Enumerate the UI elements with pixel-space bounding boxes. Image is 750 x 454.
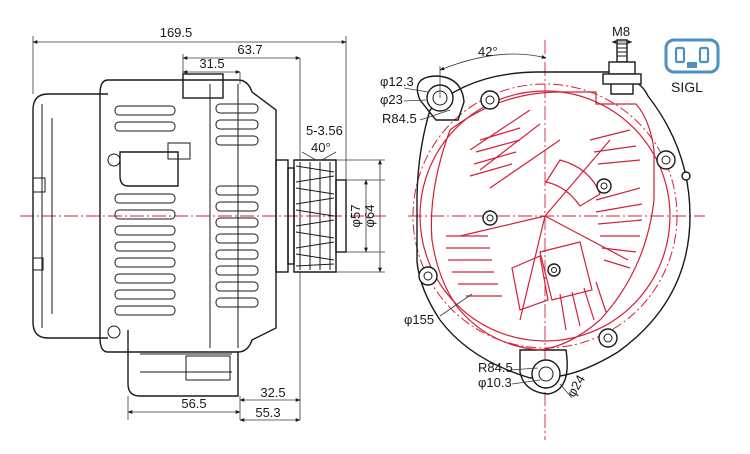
dim-mount-to-pulley: 63.7 xyxy=(237,42,262,57)
dim-housing-dia: φ155 xyxy=(404,312,434,327)
housing-outline xyxy=(416,71,691,379)
dim-top-ear-hole: φ12.3 xyxy=(380,74,414,89)
bottom-mount-ear xyxy=(519,349,568,395)
dim-bottom-mount: 56.5 xyxy=(181,396,206,411)
side-dimensions: 169.5 63.7 31.5 5-3.56 40° φ57 φ64 xyxy=(32,25,385,422)
mount-pitch-circle xyxy=(412,83,678,349)
dim-pulley-angle: 40° xyxy=(311,140,331,155)
dim-top-ear-radius: R84.5 xyxy=(382,111,417,126)
b-terminal-stud xyxy=(602,39,642,95)
dim-bottom-ear-hole: φ10.3 xyxy=(478,375,512,390)
dim-bottom-to-face: 55.3 xyxy=(255,405,280,420)
dim-top-boss: 31.5 xyxy=(199,56,224,71)
dim-pulley-dia-outer: φ64 xyxy=(362,205,377,228)
sigl-connector: SIGL xyxy=(664,38,720,95)
dim-ear-angle: 42° xyxy=(478,44,498,59)
dim-pulley-groove: 5-3.56 xyxy=(306,123,343,138)
connector-label: SIGL xyxy=(671,79,703,95)
side-view: 169.5 63.7 31.5 5-3.56 40° φ57 φ64 xyxy=(20,25,388,422)
rear-cover xyxy=(32,93,108,339)
dim-pulley-dia-inner: φ57 xyxy=(348,205,363,228)
alternator-body xyxy=(99,73,277,397)
rear-vent-slots xyxy=(114,105,176,316)
front-view: 42° M8 φ12.3 φ23 R84.5 φ155 R84.5 φ10.3 … xyxy=(380,24,720,440)
dim-bottom-ear-dia: φ24 xyxy=(564,372,588,399)
dim-overall-length: 169.5 xyxy=(160,25,193,40)
front-vent-slots xyxy=(215,103,259,308)
cooling-fins xyxy=(446,127,643,331)
bottom-mount xyxy=(127,330,239,397)
housing-bolts xyxy=(418,90,691,348)
dim-bottom-ear-radius: R84.5 xyxy=(478,360,513,375)
dim-terminal-thread: M8 xyxy=(612,24,630,39)
dim-top-ear-dia: φ23 xyxy=(380,92,403,107)
pulley xyxy=(275,159,347,273)
dim-bottom-ear: 32.5 xyxy=(260,385,285,400)
rear-cover-detail xyxy=(430,91,655,351)
